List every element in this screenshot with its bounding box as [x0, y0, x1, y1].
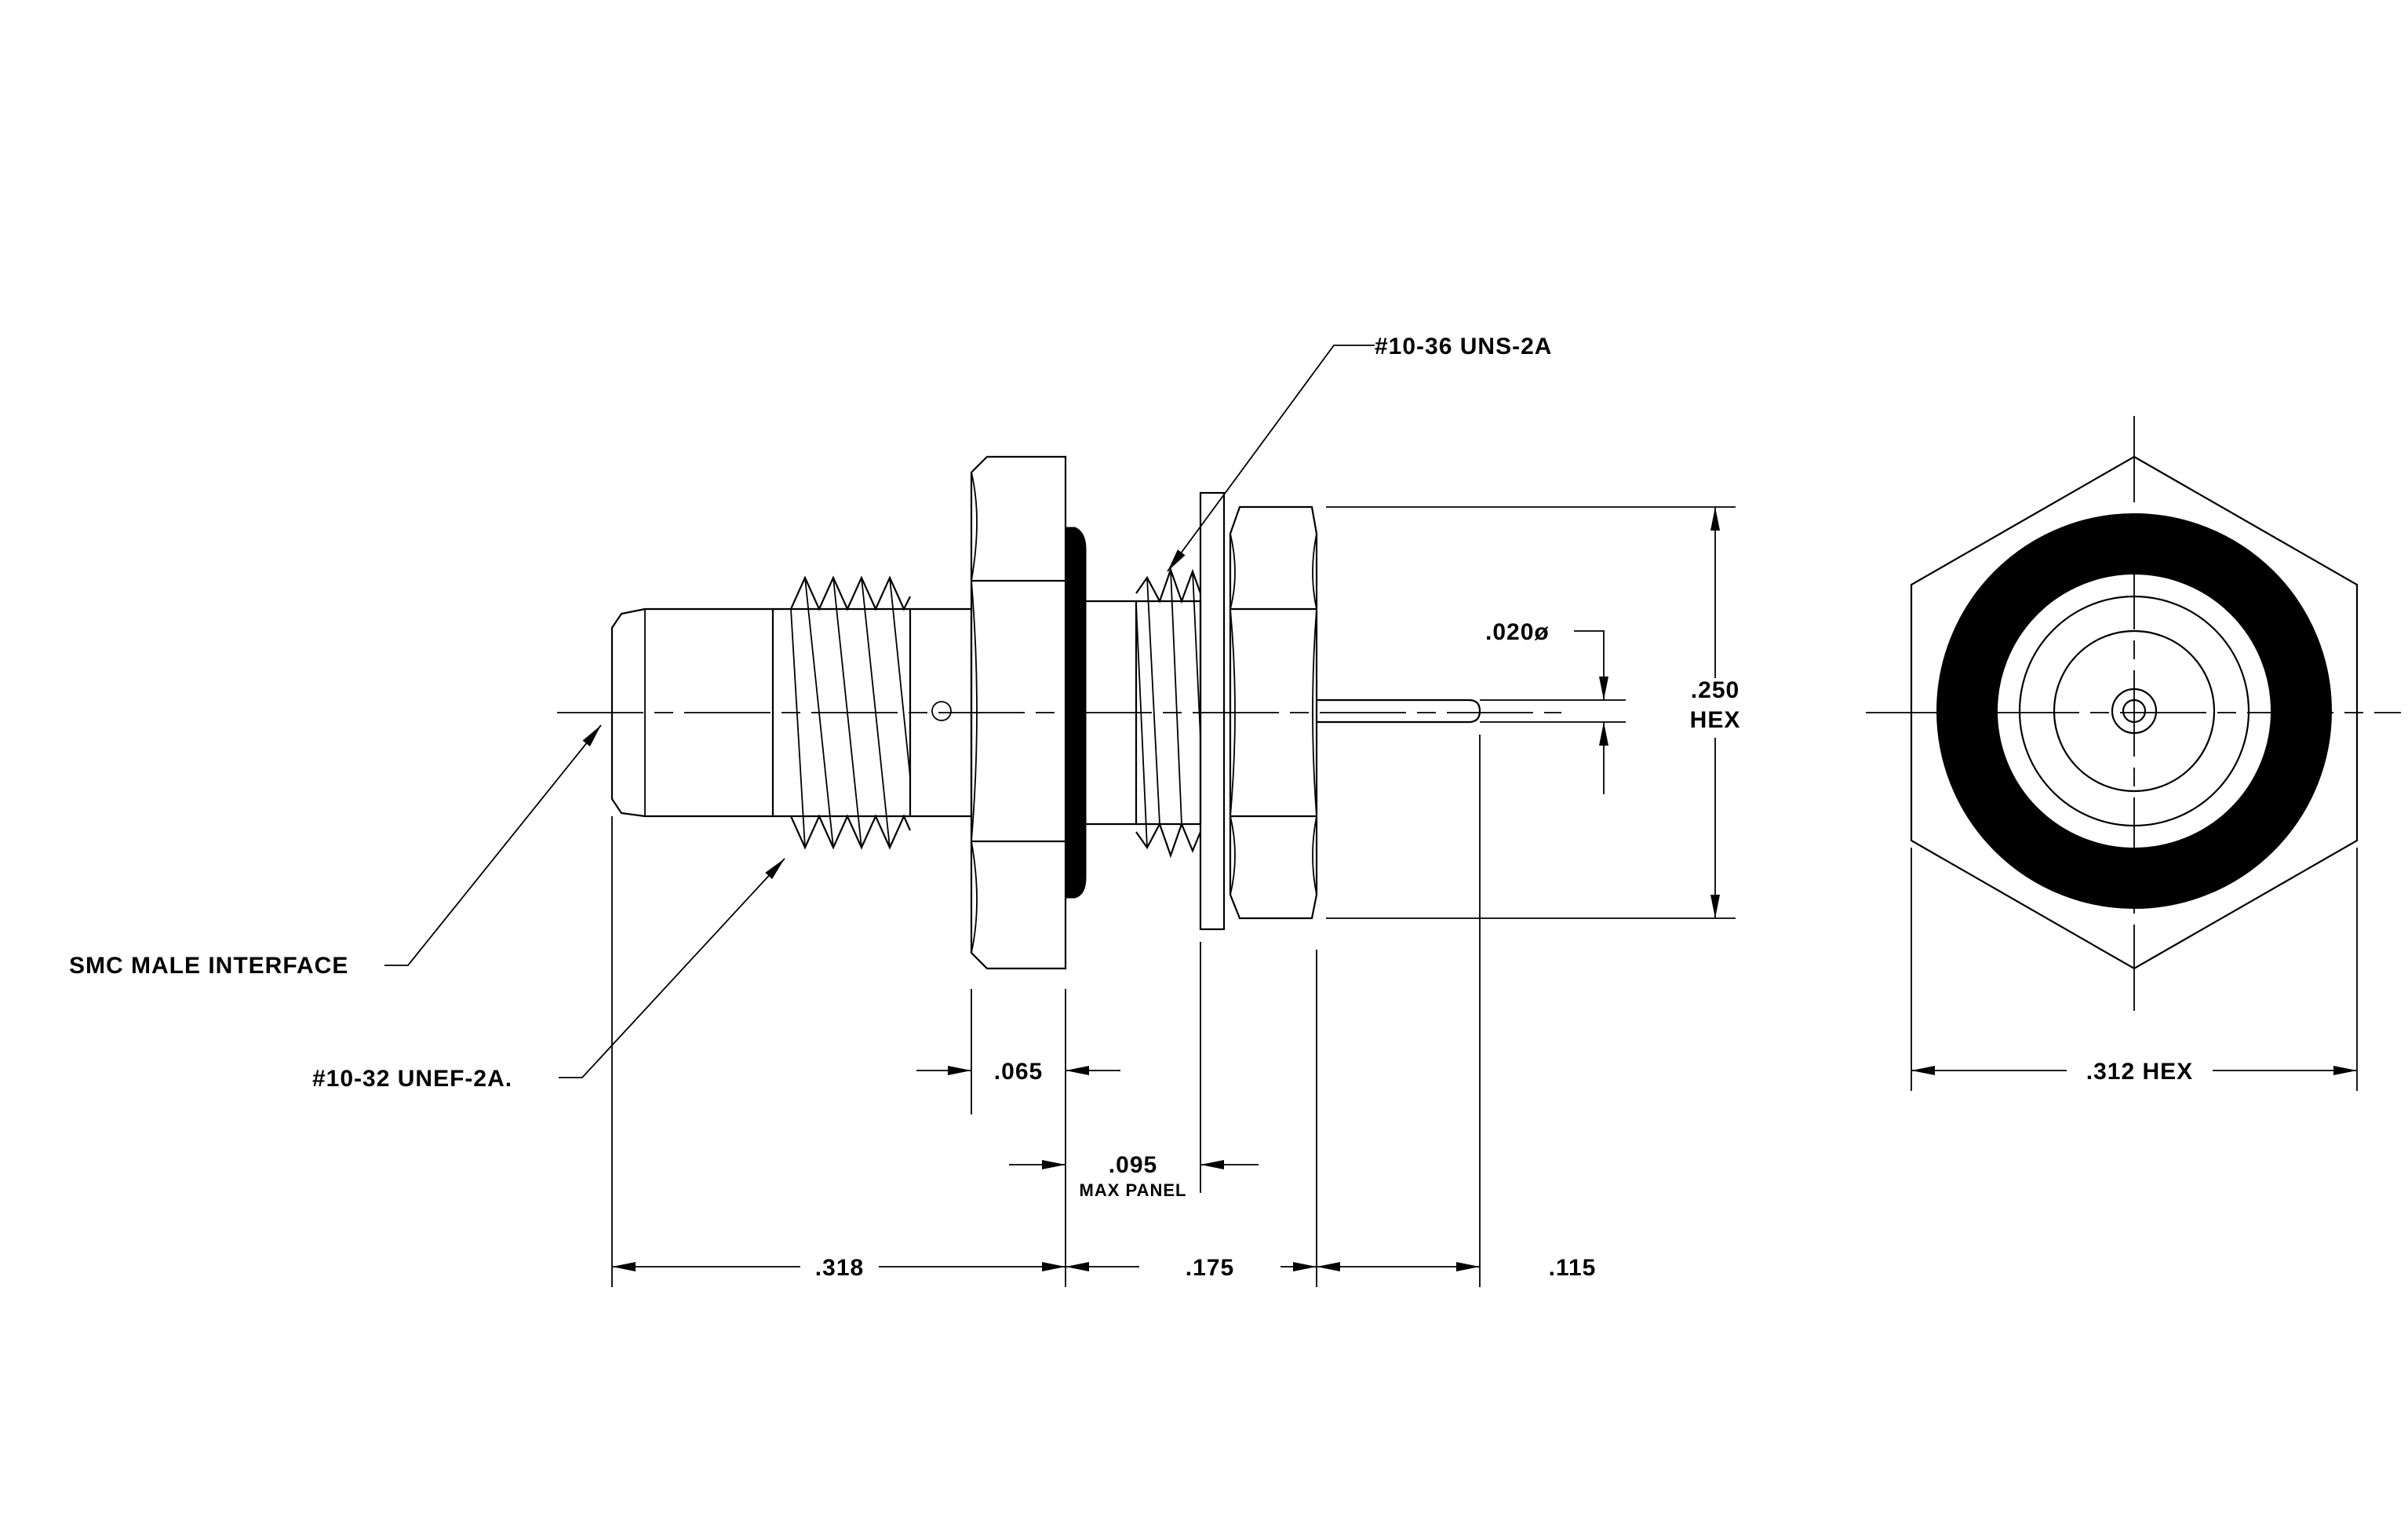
dim-front-hex: .065: [994, 1059, 1043, 1085]
callout-thread-panel: #10-36 UNS-2A: [1375, 334, 1552, 359]
callout-thread-front: #10-32 UNEF-2A.: [312, 1066, 512, 1092]
dim-rear-length: .175: [1186, 1255, 1234, 1281]
dim-hex-value: .250: [1691, 677, 1740, 703]
end-view-insulator: [2053, 629, 2216, 793]
dim-max-panel-caption: MAX PANEL: [1080, 1180, 1187, 1200]
front-hex-body: [970, 455, 1067, 970]
rear-body: [1086, 600, 1138, 826]
dim-pin-diameter: .020ø: [1485, 619, 1550, 645]
end-view-hex: [1910, 455, 2359, 970]
contact-pin: [1317, 698, 1481, 724]
callout-leaders: [384, 345, 1375, 1078]
dim-max-panel: .095: [1109, 1152, 1157, 1178]
rear-hex-nut: [1229, 505, 1318, 920]
end-view-nut-ring: [1936, 513, 2332, 909]
gasket: [1065, 527, 1087, 899]
lock-washer: [1199, 491, 1226, 931]
end-view: [1866, 416, 2401, 1091]
end-view-pin-outer: [2111, 688, 2158, 735]
callout-interface: SMC MALE INTERFACE: [69, 953, 348, 979]
side-view-dimensions: [611, 506, 1736, 1287]
dim-hex-unit: HEX: [1690, 707, 1741, 733]
dim-end-view-hex: .312 HEX: [2086, 1059, 2193, 1085]
end-view-pin-inner: [2122, 698, 2147, 724]
end-view-bore: [2018, 595, 2250, 827]
side-view: [557, 455, 1561, 970]
front-thread: [773, 575, 912, 850]
dim-front-length: .318: [815, 1255, 864, 1281]
dim-pin-length: .115: [1549, 1255, 1597, 1281]
interface-nose: [610, 607, 774, 818]
labels: #10-36 UNS-2A SMC MALE INTERFACE #10-32 …: [69, 334, 2193, 1281]
weep-hole: [931, 701, 952, 721]
